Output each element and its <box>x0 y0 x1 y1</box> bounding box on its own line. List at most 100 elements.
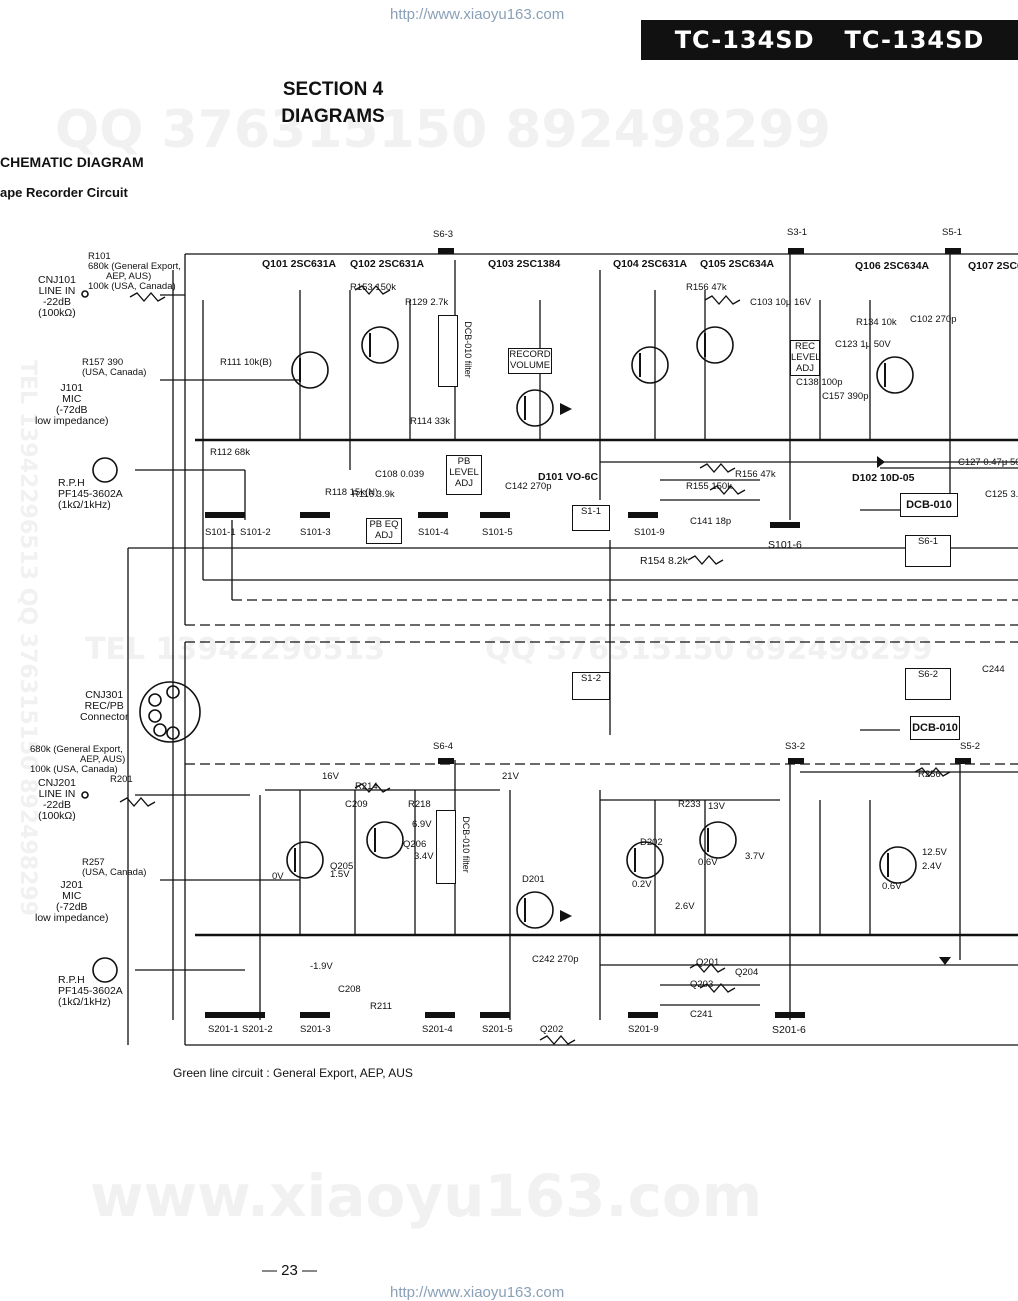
r112-label: C108 0.039 <box>375 469 425 480</box>
watermark-qq: QQ 376315150 892498299 <box>55 100 831 160</box>
r257-id: R257 <box>82 857 105 868</box>
rph-ch2-part: PF145-3602A <box>58 985 123 997</box>
cnj101-label: CNJ101 LINE IN -22dB (100kΩ) <box>38 275 76 319</box>
cnj301-id: CNJ301 <box>85 689 124 701</box>
v34-label: 3.4V <box>414 851 434 862</box>
s201-6-label: S201-6 <box>772 1024 806 1036</box>
c209-label: C208 <box>338 984 361 995</box>
v69-label: 6.9V <box>412 819 432 830</box>
s201-4-label: S201-4 <box>422 1024 453 1035</box>
s6-1-label: S6-1 <box>917 536 939 547</box>
c108-label: R118 15k(N) <box>325 487 379 498</box>
r247-label: R256 <box>918 769 941 780</box>
q105-label: Q105 2SC634A <box>700 258 775 270</box>
q202-label: Q206 <box>403 839 427 850</box>
url-top[interactable]: http://www.xiaoyu163.com <box>390 6 565 23</box>
rph-ch2-id: R.P.H <box>58 974 85 986</box>
cnj301-type: REC/PB <box>84 700 124 712</box>
dcb-block-ch1: DCB-010 <box>900 493 958 517</box>
j201-level: (-72dB <box>56 901 88 913</box>
q107-label: Q107 2SC6 <box>968 260 1018 272</box>
r201-aep: AEP, AUS) <box>80 754 126 765</box>
c125-label: C123 1μ 50V <box>835 339 891 350</box>
s3-2-label: S3-2 <box>785 741 806 752</box>
q104-label: Q104 2SC631A <box>613 258 688 270</box>
c102-label: R112 68k <box>210 447 250 458</box>
r214-label: R214 <box>355 781 378 792</box>
r155-label: R155 150k <box>686 481 732 492</box>
s6-2-box: S6-2 <box>905 668 951 700</box>
rph-ch1-label: R.P.H PF145-3602A (1kΩ/1kHz) <box>58 478 123 511</box>
cnj301-desc: Connector <box>80 711 129 723</box>
r134-label: C157 390p <box>822 391 869 402</box>
r255-label: Q203 <box>690 979 714 990</box>
s5-1-label: S5-1 <box>942 227 963 238</box>
rph-ch1-part: PF145-3602A <box>58 488 123 500</box>
r157-label: R157 390 (USA, Canada) <box>82 358 146 378</box>
q204-label: D202 <box>640 837 663 848</box>
rph-ch1-spec: (1kΩ/1kHz) <box>58 499 111 511</box>
watermark-tel-mid: TEL 13942296513 <box>85 632 386 667</box>
r129-label: R156 47k <box>686 282 727 293</box>
filter-box-ch1: DCB-010 filter <box>438 315 473 387</box>
r101-label: R101 680k (General Export, AEP, AUS) 100… <box>88 252 181 292</box>
s201-1-label: S201-1 <box>208 1024 239 1035</box>
cnj101-line: LINE IN <box>38 285 76 297</box>
j201-impedance: low impedance) <box>35 912 109 924</box>
model-left: TC-134SD <box>674 26 815 54</box>
v37-label: 3.7V <box>745 851 765 862</box>
r101-general: 680k (General Export, <box>88 261 181 272</box>
c157-label: C127 0.47μ 50V <box>958 457 1018 468</box>
s6-2-label: S6-2 <box>917 669 939 680</box>
cnj101-impedance: (100kΩ) <box>38 307 76 319</box>
s6-3-label: S6-3 <box>433 229 454 240</box>
dcb-block-ch2: DCB-010 <box>910 716 960 740</box>
s201-3-label: S201-3 <box>300 1024 331 1035</box>
v0-label: 0V <box>272 871 284 882</box>
vneg19-label: -1.9V <box>310 961 333 972</box>
r156-label: R156 47k <box>735 469 776 480</box>
s5-2-label: S5-2 <box>960 741 981 752</box>
s1-1-box: S1-1 <box>572 505 610 531</box>
j201-label: J201 MIC (-72dB low impedance) <box>35 880 109 924</box>
c123-label: C103 10μ 16V <box>750 297 811 308</box>
r128-label: R134 10k <box>856 317 897 328</box>
filter-label-ch1: DCB-010 filter <box>462 321 473 378</box>
v06b-label: 0.6V <box>882 881 902 892</box>
r211-label: R211 <box>370 1001 393 1012</box>
cnj201-id: CNJ201 <box>38 777 76 789</box>
c142-label: C142 270p <box>505 481 552 492</box>
r133-label: C138 100p <box>796 377 843 388</box>
v16-label: 16V <box>322 771 339 782</box>
filter-label-ch2: DCB-010 filter <box>460 816 471 873</box>
r101-usa: 100k (USA, Canada) <box>88 281 176 292</box>
s1-1-label: S1-1 <box>580 506 602 517</box>
r229-label: R233 <box>678 799 701 810</box>
c141-label: C141 18p <box>690 516 732 527</box>
rph-ch1-id: R.P.H <box>58 477 85 489</box>
s101-3-label: S101-3 <box>300 527 331 538</box>
r201-usa: 100k (USA, Canada) <box>30 764 118 775</box>
url-bottom[interactable]: http://www.xiaoyu163.com <box>390 1284 565 1301</box>
v06a-label: 0.6V <box>698 857 718 868</box>
j101-level: (-72dB <box>56 404 88 416</box>
v13-label: 13V <box>708 801 725 812</box>
cnj201-label: CNJ201 LINE IN -22dB (100kΩ) <box>38 778 76 822</box>
j101-mic: MIC <box>62 393 82 405</box>
q106-label: Q106 2SC634A <box>855 260 930 272</box>
r157-region: (USA, Canada) <box>82 367 147 378</box>
v02-label: 0.2V <box>632 879 652 890</box>
v26-label: 2.6V <box>675 901 695 912</box>
c244-label: C244 <box>982 664 1005 675</box>
schematic-title: CHEMATIC DIAGRAM <box>0 154 144 170</box>
r218-label: R218 <box>408 799 431 810</box>
cnj301-label: CNJ301 REC/PB Connector <box>80 690 128 723</box>
s101-1-label: S101-1 <box>205 527 236 538</box>
section-heading: SECTION 4 DIAGRAMS <box>268 76 398 130</box>
c242-label: C242 270p <box>532 954 579 965</box>
j201-id: J201 <box>60 879 84 891</box>
v15-label: 1.5V <box>330 869 350 880</box>
